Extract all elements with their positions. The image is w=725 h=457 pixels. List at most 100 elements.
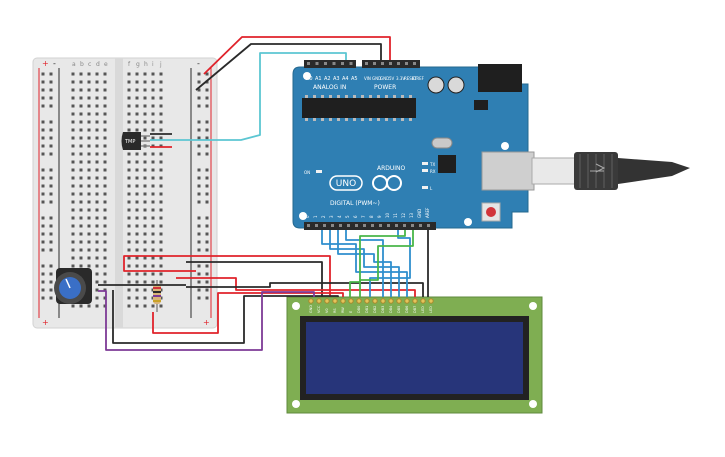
breadboard-hole (135, 120, 139, 124)
lcd-mount-hole (292, 302, 300, 310)
breadboard-hole (159, 208, 163, 212)
wire-rail-to-lcd-gnd[interactable] (186, 261, 323, 297)
lcd-pin (316, 298, 322, 304)
breadboard-hole (135, 224, 139, 228)
wire-led-cathode[interactable] (186, 282, 424, 297)
wire-pot-to-v0[interactable] (98, 290, 315, 351)
breadboard-hole (143, 176, 147, 180)
breadboard-hole (197, 232, 201, 236)
breadboard-hole (205, 120, 209, 124)
lcd-pin (420, 298, 426, 304)
breadboard-hole (197, 264, 201, 268)
wire-gnd-to-rail[interactable] (195, 43, 382, 91)
reset-button-cap[interactable] (486, 207, 496, 217)
breadboard-hole (79, 256, 83, 260)
pot-indicator (65, 278, 71, 289)
breadboard-hole (87, 80, 91, 84)
breadboard-hole (103, 216, 107, 220)
chip-leg (369, 118, 372, 121)
tmp36-sensor[interactable]: TMP (121, 132, 151, 150)
breadboard-hole (79, 104, 83, 108)
breadboard-hole (197, 248, 201, 252)
wire-d3-to-db6[interactable] (329, 230, 400, 297)
breadboard-hole (135, 72, 139, 76)
breadboard-hole (143, 264, 147, 268)
pin-label-a0: A0 (306, 76, 313, 82)
breadboard-hole (151, 224, 155, 228)
breadboard-hole (41, 264, 45, 268)
usb-port[interactable] (481, 151, 535, 191)
usb-cable[interactable] (531, 152, 690, 190)
breadboard-hole (103, 240, 107, 244)
wire-5v-to-rail[interactable] (203, 36, 391, 75)
breadboard-hole (95, 232, 99, 236)
digital-header-pins (307, 224, 430, 227)
header-pin (331, 224, 334, 227)
uno-logo-frame (329, 175, 363, 191)
led-l (422, 186, 428, 189)
col-letter-h: h (144, 61, 148, 68)
breadboard-hole (143, 272, 147, 276)
breadboard-hole (79, 88, 83, 92)
breadboard-hole (87, 144, 91, 148)
wires[interactable] (98, 36, 429, 351)
wire-green[interactable] (359, 230, 414, 297)
chip-leg (345, 95, 348, 98)
wire-a0-to-sensor[interactable] (150, 52, 347, 141)
led-on (316, 170, 322, 173)
breadboard-hole (87, 248, 91, 252)
digital-pin-label: AREF (425, 207, 430, 218)
wire-resistor-to-lcd[interactable] (152, 292, 344, 334)
breadboard-hole (71, 256, 75, 260)
wire-d12-to-rs[interactable] (349, 230, 406, 297)
digital-pin-label: 4 (337, 215, 342, 218)
breadboard-hole (143, 200, 147, 204)
header-pin (381, 62, 384, 65)
rail-plus-label: + (42, 59, 49, 68)
power-label: POWER (374, 84, 396, 91)
breadboard-hole (151, 80, 155, 84)
breadboard-hole (41, 248, 45, 252)
arduino-uno-board[interactable]: A0 A1 A2 A3 A4 A5 ANALOG IN POWER VIN GN… (292, 60, 535, 230)
breadboard-hole (143, 248, 147, 252)
lcd-pin-label: DB2 (373, 306, 377, 313)
breadboard-hole (71, 264, 75, 268)
column-letters: a b c d e f g h i j (72, 61, 162, 68)
breadboard-hole (49, 248, 53, 252)
lcd-pin (348, 298, 354, 304)
header-pin (411, 224, 414, 227)
potentiometer[interactable] (54, 268, 92, 304)
wire-d4-to-db5[interactable] (337, 230, 392, 297)
breadboard-hole (87, 232, 91, 236)
usb-chip (438, 155, 456, 173)
digital-header[interactable] (304, 222, 436, 230)
breadboard-hole (49, 96, 53, 100)
breadboard-hole (197, 136, 201, 140)
wire-d2-to-db7[interactable] (321, 230, 408, 297)
breadboard-hole (159, 192, 163, 196)
chip-leg (401, 118, 404, 121)
lcd-screen (306, 322, 523, 394)
breadboard-hole (135, 176, 139, 180)
header-pin (347, 224, 350, 227)
breadboard-hole (79, 96, 83, 100)
breadboard-holes (41, 72, 209, 308)
analog-header[interactable] (304, 60, 356, 68)
breadboard-hole (159, 184, 163, 188)
wire-led-anode[interactable] (176, 277, 416, 297)
breadboard-hole (205, 192, 209, 196)
breadboard-hole (159, 88, 163, 92)
breadboard-hole (159, 248, 163, 252)
breadboard-hole (127, 200, 131, 204)
dc-power-jack[interactable] (478, 64, 522, 92)
wire-rail-to-pot-vcc[interactable] (123, 255, 196, 272)
breadboard-hole (71, 192, 75, 196)
breadboard-body (32, 57, 218, 329)
wire-gnd-loop[interactable] (112, 290, 339, 344)
chip-leg (305, 95, 308, 98)
wire-d5-to-db4[interactable] (345, 230, 384, 297)
breadboard-hole (79, 80, 83, 84)
breadboard-hole (49, 264, 53, 268)
